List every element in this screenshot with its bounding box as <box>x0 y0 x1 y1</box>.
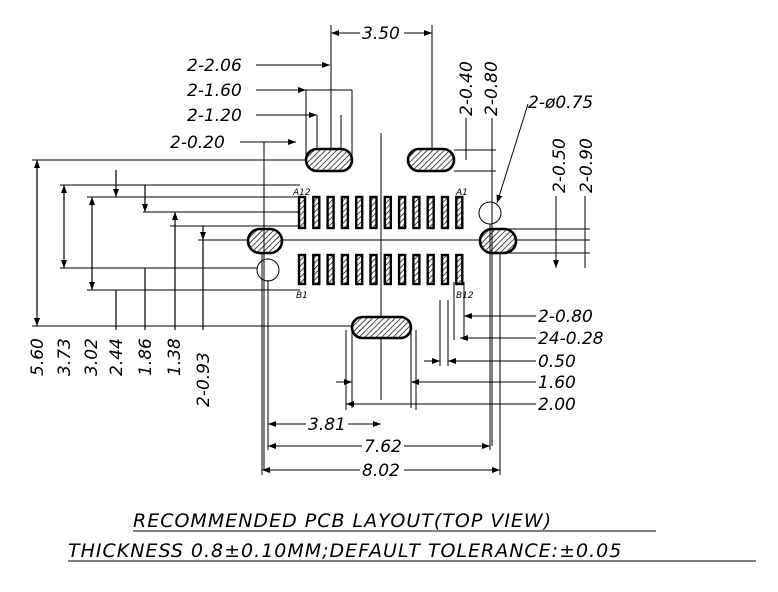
row-a-pad <box>455 195 464 230</box>
dim-2-206-label: 2-2.06 <box>187 56 242 76</box>
top-left-slot <box>304 147 354 173</box>
dim-2-160-label: 2-1.60 <box>187 81 242 101</box>
dim-24-028-label: 24-0.28 <box>538 329 604 349</box>
row-b-pad <box>340 253 350 286</box>
row-a-pad <box>412 195 421 230</box>
dim-244-label: 2.44 <box>107 338 127 376</box>
dim-381-bg <box>306 414 348 432</box>
row-b-pad <box>455 253 464 286</box>
pin-label-b1: B1 <box>296 291 308 301</box>
dim-350-label: 3.50 <box>362 24 400 44</box>
row-a-pad <box>340 195 350 230</box>
dim-2-040-label: 2-0.40 <box>457 61 477 116</box>
row-a-pad <box>326 195 335 230</box>
row-b-pad <box>426 253 435 286</box>
dim-762-label: 7.62 <box>364 437 402 457</box>
left-dimensions: 5.60 3.73 3.02 2.44 1.86 1.38 2-0.93 <box>28 159 352 407</box>
dim-160-label: 1.60 <box>538 373 576 393</box>
row-a-pad <box>355 195 364 230</box>
top-right-slot <box>406 147 456 173</box>
row-b-pad <box>383 253 392 286</box>
row-b-pad <box>412 253 421 286</box>
dim-350-bg <box>360 24 404 40</box>
row-a-pad <box>397 195 407 230</box>
dim-381-label: 3.81 <box>308 415 346 435</box>
pin-label-b12: B12 <box>456 291 474 301</box>
dim-050-label: 0.50 <box>538 352 576 372</box>
drawing-title: RECOMMENDED PCB LAYOUT(TOP VIEW) <box>133 510 552 532</box>
pin-label-a1: A1 <box>455 188 468 198</box>
dim-802-label: 8.02 <box>362 461 400 481</box>
row-a-pad <box>426 195 435 230</box>
row-b-pad <box>312 253 321 286</box>
dim-2-080v-label: 2-0.80 <box>482 61 502 116</box>
dim-186-label: 1.86 <box>136 338 156 376</box>
row-a-pad <box>440 195 450 230</box>
footprint: A12 A1 B1 B12 <box>244 133 523 400</box>
dim-2-phi075-leader <box>496 103 529 204</box>
pad-row-b <box>297 253 464 286</box>
drawing-subtitle: THICKNESS 0.8±0.10MM;DEFAULT TOLERANCE:±… <box>68 540 622 562</box>
dim-2-phi075-label: 2-ø0.75 <box>528 93 593 113</box>
drawing-title-block: RECOMMENDED PCB LAYOUT(TOP VIEW) THICKNE… <box>68 510 756 562</box>
right-hole <box>478 201 502 225</box>
dim-2-050-label: 2-0.50 <box>550 138 570 193</box>
dim-200-label: 2.00 <box>538 395 576 415</box>
dim-2-093-label: 2-0.93 <box>194 352 214 407</box>
dim-302-label: 3.02 <box>82 338 102 376</box>
row-a-pad <box>383 195 392 230</box>
row-b-pad <box>326 253 335 286</box>
dim-762-bg <box>362 436 404 454</box>
dim-2-090-label: 2-0.90 <box>577 138 597 193</box>
row-b-pad <box>297 253 307 286</box>
row-b-pad <box>440 253 450 286</box>
dim-2-080h-label: 2-0.80 <box>538 307 593 327</box>
left-side-slot <box>246 227 284 255</box>
right-dimensions: 2-0.80 24-0.28 0.50 1.60 2.00 <box>336 282 604 415</box>
bottom-dimensions: 3.81 7.62 8.02 <box>261 224 501 481</box>
right-side-slot <box>478 227 518 255</box>
row-b-pad <box>369 253 378 286</box>
dim-2-020-label: 2-0.20 <box>170 133 225 153</box>
left-hole <box>256 258 280 282</box>
top-dimensions: 3.50 2-2.06 2-1.60 2-1.20 2-0.20 2-0.40 … <box>170 24 597 470</box>
pad-row-a <box>297 195 464 230</box>
dim-802-bg <box>360 460 404 478</box>
dim-2-120-label: 2-1.20 <box>187 106 242 126</box>
pin-label-a12: A12 <box>292 188 311 198</box>
bottom-slot <box>350 315 413 340</box>
row-a-pad <box>312 195 321 230</box>
row-b-pad <box>355 253 364 286</box>
dim-373-label: 3.73 <box>55 338 75 376</box>
dim-138-label: 1.38 <box>165 338 185 376</box>
dim-560-label: 5.60 <box>28 338 48 376</box>
row-b-pad <box>397 253 407 286</box>
row-a-pad <box>369 195 378 230</box>
